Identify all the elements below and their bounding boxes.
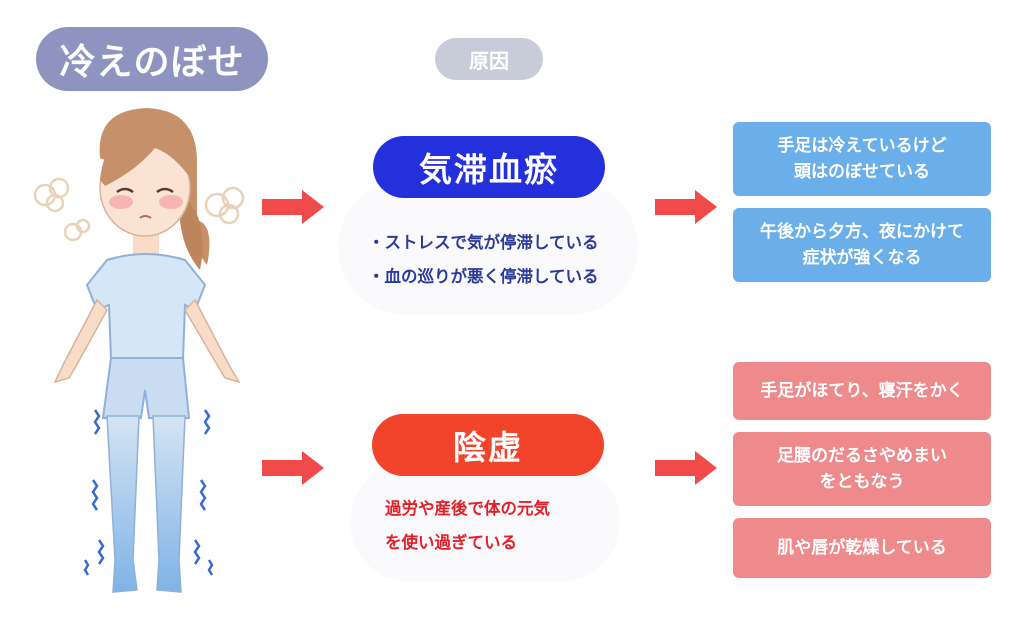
arrow-right-icon [655, 190, 717, 224]
cause-background [338, 180, 638, 315]
symptom-box: 足腰のだるさやめまい をともなう [733, 432, 991, 506]
steam-right-icon [204, 186, 245, 225]
cause-header: 原因 [435, 38, 543, 80]
cause-item: ・ストレスで気が停滞している [368, 233, 599, 252]
type-qitai-xueyu: 気滞血瘀 [373, 136, 605, 198]
arrow-right-icon [655, 451, 717, 485]
symptom-box: 肌や唇が乾燥している [733, 518, 991, 578]
cause-item: を使い過ぎている [385, 533, 517, 552]
symptom-box: 手足がほてり、寝汗をかく [733, 362, 991, 420]
steam-left-icon [33, 177, 91, 242]
cause-item: 過労や産後で体の元気 [385, 499, 550, 518]
cause-list-qitai: ・ストレスで気が停滞している ・血の巡りが悪く停滞している [368, 226, 599, 294]
cause-background [350, 462, 620, 582]
woman-illustration [33, 108, 245, 593]
symptom-box: 手足は冷えているけど 頭はのぼせている [733, 122, 991, 196]
cause-list-yinxu: 過労や産後で体の元気 を使い過ぎている [385, 492, 550, 560]
cause-item: ・血の巡りが悪く停滞している [368, 267, 599, 286]
arrow-right-icon [262, 190, 324, 224]
shiver-icon [83, 409, 214, 576]
page-title: 冷えのぼせ [36, 27, 268, 91]
type-yinxu: 陰虚 [372, 414, 604, 476]
arrow-right-icon [262, 451, 324, 485]
symptom-box: 午後から夕方、夜にかけて 症状が強くなる [733, 208, 991, 282]
